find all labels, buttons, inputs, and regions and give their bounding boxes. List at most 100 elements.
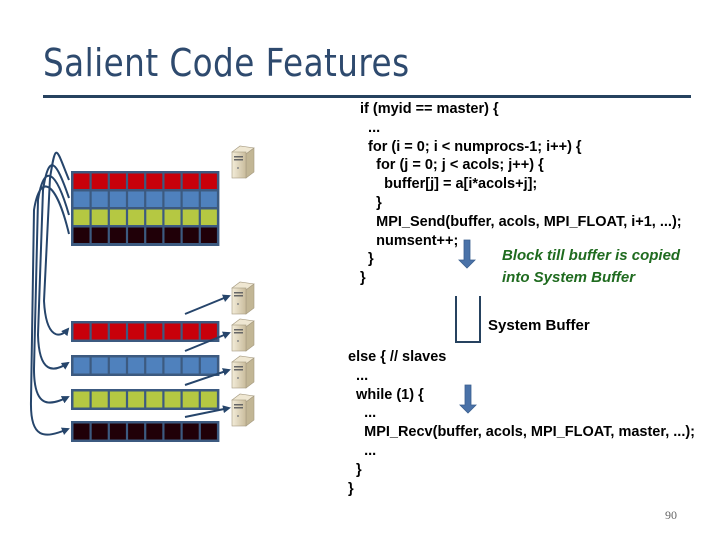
row-cell	[109, 323, 126, 340]
code-line: else { // slaves	[348, 349, 447, 365]
server-led	[237, 377, 239, 379]
row-cell	[164, 391, 181, 408]
code-line: MPI_Send(buffer, acols, MPI_FLOAT, i+1, …	[360, 213, 682, 230]
matrix-cell	[164, 227, 181, 243]
worker-server-icon	[231, 393, 255, 427]
matrix-cell	[91, 173, 108, 189]
server-slot	[234, 329, 243, 331]
server-led	[237, 340, 239, 342]
row-cell	[109, 357, 126, 374]
slave-code-block: else { // slaves ... while (1) { ... MPI…	[348, 348, 695, 498]
server-front	[231, 287, 247, 315]
row-cell	[146, 391, 163, 408]
matrix-cell	[73, 173, 90, 189]
row-cell	[200, 323, 217, 340]
server-slot	[234, 156, 243, 158]
matrix-cell	[146, 209, 163, 225]
matrix-cell	[73, 191, 90, 207]
row-cell	[164, 357, 181, 374]
code-line: ...	[348, 367, 369, 384]
block-arrows	[458, 239, 477, 414]
matrix-cell	[128, 173, 145, 189]
matrix-cell	[128, 209, 145, 225]
system-buffer	[455, 296, 481, 343]
matrix-cell	[91, 209, 108, 225]
master-matrix	[71, 171, 220, 246]
row-cell	[200, 391, 217, 408]
blocking-annotation: Block till buffer is copied into System …	[502, 245, 680, 289]
matrix-cell	[128, 191, 145, 207]
row-cell	[164, 423, 181, 440]
matrix-cell	[128, 227, 145, 243]
server-front	[231, 399, 247, 427]
matrix-cell	[200, 191, 217, 207]
matrix-cell	[200, 209, 217, 225]
worker-server-icon	[231, 355, 255, 389]
row-cell	[73, 423, 90, 440]
server-slot	[234, 292, 243, 294]
matrix-cell	[200, 227, 217, 243]
page-title: Salient Code Features	[43, 41, 410, 85]
row-frame	[71, 321, 220, 342]
row-cell	[109, 423, 126, 440]
worker-server-icon	[231, 318, 255, 352]
annotation-line-2: into System Buffer	[502, 269, 636, 286]
distributed-rows	[71, 321, 220, 442]
matrix-cell	[109, 209, 126, 225]
matrix-cell	[164, 173, 181, 189]
servers	[231, 145, 255, 427]
row-cell	[128, 391, 145, 408]
matrix-cell	[182, 191, 199, 207]
deliver-arrow	[184, 331, 231, 352]
row-cell	[200, 357, 217, 374]
code-line: }	[348, 461, 362, 478]
system-buffer-label: System Buffer	[488, 317, 590, 334]
matrix-cell	[200, 173, 217, 189]
send-arrow	[29, 185, 70, 436]
server-slot	[234, 295, 243, 297]
code-line: }	[360, 270, 366, 287]
row-cell	[128, 323, 145, 340]
send-arrow	[42, 151, 70, 337]
matrix-cell	[182, 173, 199, 189]
matrix-cell	[146, 173, 163, 189]
matrix-cell	[73, 209, 90, 225]
code-line: buffer[j] = a[i*acols+j];	[360, 176, 538, 193]
system-buffer-box	[455, 296, 481, 343]
annotation-line-1: Block till buffer is copied	[502, 247, 681, 264]
row-cell	[128, 357, 145, 374]
matrix-cell	[109, 191, 126, 207]
down-arrow-icon	[459, 384, 477, 414]
row-cell	[73, 357, 90, 374]
master-code-block: if (myid == master) { ... for (i = 0; i …	[360, 100, 682, 288]
master-server-icon	[231, 145, 255, 179]
row-cell	[91, 357, 108, 374]
matrix-cell	[146, 227, 163, 243]
worker-server-icon	[231, 281, 255, 315]
row-cell	[182, 323, 199, 340]
down-arrow-icon	[458, 239, 476, 269]
code-line: if (myid == master) {	[360, 101, 499, 117]
matrix-cell	[109, 227, 126, 243]
code-line: ...	[360, 119, 381, 136]
matrix-cell	[164, 209, 181, 225]
code-line: ...	[348, 405, 377, 422]
matrix-cell	[109, 173, 126, 189]
page-number: 90	[665, 508, 677, 522]
row-cell	[200, 423, 217, 440]
server-front	[231, 361, 247, 389]
row-cell	[91, 323, 108, 340]
row-frame	[71, 421, 220, 442]
row-cell	[73, 323, 90, 340]
row-cell	[146, 423, 163, 440]
server-slot	[234, 407, 243, 409]
code-line: for (i = 0; i < numprocs-1; i++) {	[360, 138, 582, 155]
server-led	[237, 415, 239, 417]
server-slot	[234, 404, 243, 406]
send-arrow	[32, 174, 70, 404]
row-cell	[91, 423, 108, 440]
row-cell	[109, 391, 126, 408]
deliver-arrow	[184, 368, 231, 386]
code-line: numsent++;	[360, 232, 459, 249]
